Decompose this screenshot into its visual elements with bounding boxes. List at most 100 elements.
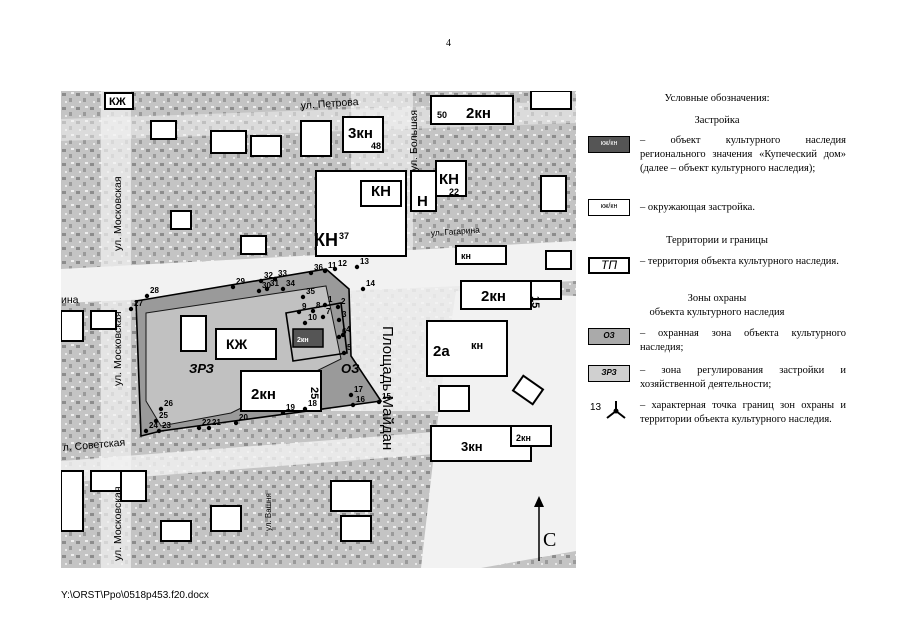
boundary-point-label-15: 15	[382, 392, 391, 401]
boundary-point-label-27: 27	[134, 299, 143, 308]
boundary-point-label-3: 3	[342, 310, 347, 319]
boundary-point-3	[336, 317, 342, 323]
zrz-text: – зона регулирования застройки и хозяйст…	[640, 365, 846, 390]
footer-file-path: Y:\ORST\Ppo\0518p453.f20.docx	[61, 590, 209, 601]
boundary-point-25	[153, 418, 159, 424]
boundary-point-2	[335, 304, 341, 310]
street-moskovskaya-bottom: ул. Московская	[112, 486, 124, 561]
boundary-point-33	[272, 276, 278, 282]
boundary-point-label-32: 32	[264, 271, 273, 280]
building-2a-label: 2а	[433, 343, 450, 360]
boundary-point-label-22: 22	[202, 418, 211, 427]
zone-zrz-label: ЗРЗ	[189, 361, 215, 376]
legend-section-buildings: Застройка	[694, 115, 740, 126]
oz-text: – охранная зона объекта культурного насл…	[640, 328, 846, 353]
boundary-point-label-14: 14	[366, 279, 375, 288]
boundary-point-29	[230, 284, 236, 290]
cultural-swatch: кж/кн	[588, 136, 630, 153]
square-maidan: Площадь Майдан	[379, 326, 396, 450]
territory-tp	[285, 302, 348, 362]
boundary-point-30	[256, 288, 262, 294]
boundary-point-17	[348, 392, 354, 398]
boundary-point-19	[280, 410, 286, 416]
boundary-point-5	[341, 350, 347, 356]
building-kn-small-label: кн	[461, 251, 471, 261]
street-vashnaya: ул. Вашня	[264, 493, 273, 531]
boundary-point-10	[302, 320, 308, 326]
surround-text: – окружающая застройка.	[640, 202, 755, 213]
boundary-point-20	[233, 420, 239, 426]
boundary-point-label-31: 31	[270, 279, 279, 288]
boundary-point-label-6: 6	[342, 327, 347, 336]
boundary-point-27	[128, 306, 134, 312]
building-48-number: 48	[371, 141, 381, 151]
boundary-point-label-2: 2	[341, 297, 346, 306]
boundary-point-9	[296, 309, 302, 315]
boundary-point-15	[376, 399, 382, 405]
boundary-point-label-10: 10	[308, 313, 317, 322]
boundary-point-icon: 13	[590, 401, 626, 419]
boundary-point-12	[332, 266, 338, 272]
boundary-point-23	[156, 428, 162, 434]
building-kn37-label: КН	[314, 230, 338, 250]
building-2kn-15-label: 2кн	[481, 288, 506, 305]
legend-section-zones-2: объекта культурного наследия	[649, 307, 785, 318]
oz-swatch: ОЗ	[588, 328, 630, 345]
boundary-point-36	[308, 270, 314, 276]
boundary-point-label-29: 29	[236, 277, 245, 286]
north-label: С	[543, 529, 556, 551]
building-3kn-bottom-label: 3кн	[461, 439, 483, 454]
building-25-number: 25	[308, 387, 320, 399]
legend-section-zones-1: Зоны охраны	[687, 293, 747, 304]
cultural-building-label: 2кн	[297, 337, 309, 344]
boundary-point-label-13: 13	[360, 257, 369, 266]
boundary-point-label-36: 36	[314, 263, 323, 272]
boundary-point-35	[300, 294, 306, 300]
boundary-point-21	[206, 425, 212, 431]
building-2kn-50-label: 2кн	[466, 105, 491, 122]
boundary-point-26	[158, 406, 164, 412]
boundary-point-label-7: 7	[326, 307, 331, 316]
boundary-point-8	[310, 308, 316, 314]
surrounding-buildings	[61, 91, 572, 542]
boundary-point-label-35: 35	[306, 287, 315, 296]
boundary-point-7	[320, 314, 326, 320]
boundary-point-label-11: 11	[328, 261, 337, 270]
building-2kn-25-label: 2кн	[251, 386, 276, 403]
boundary-point-11	[322, 268, 328, 274]
zrz-swatch: ЗРЗ	[588, 365, 630, 382]
boundary-point-label-5: 5	[347, 343, 352, 352]
building-2a-kn-label: кн	[471, 340, 483, 352]
street-bolshaya: ул. Большая	[408, 110, 420, 171]
boundary-point-22	[196, 425, 202, 431]
street-moskovskaya-top: ул. Московская	[112, 176, 124, 251]
street-petrova: ул. Петрова	[300, 96, 359, 112]
legend-title: Условные обозначения:	[664, 93, 770, 104]
boundary-point-label-9: 9	[302, 302, 307, 311]
boundary-point-6	[336, 334, 342, 340]
boundary-point-label-4: 4	[346, 325, 351, 334]
boundary-point-16	[350, 402, 356, 408]
zone-oz-label: ОЗ	[341, 361, 360, 376]
point-number: 13	[590, 402, 602, 413]
street-gagarina: ул. Гагарина	[430, 225, 480, 238]
boundary-point-28	[144, 293, 150, 299]
tp-text: – территория объекта культурного наследи…	[640, 256, 839, 267]
building-2kn-bottom-label: 2кн	[516, 433, 531, 443]
boundary-point-31	[264, 286, 270, 292]
boundary-point-1	[322, 302, 328, 308]
building-50-number: 50	[437, 110, 447, 120]
building-22-number: 22	[449, 187, 459, 197]
boundary-point-label-26: 26	[164, 399, 173, 408]
boundary-point-label-8: 8	[316, 301, 321, 310]
boundary-point-label-33: 33	[278, 269, 287, 278]
boundary-point-34	[280, 286, 286, 292]
boundary-point-label-23: 23	[162, 421, 171, 430]
building-kn22-label: КН	[439, 171, 459, 188]
boundary-point-label-17: 17	[354, 385, 363, 394]
boundary-point-label-30: 30	[262, 281, 271, 290]
boundary-point-label-1: 1	[328, 295, 333, 304]
legend-section-territory: Территории и границы	[666, 235, 768, 246]
